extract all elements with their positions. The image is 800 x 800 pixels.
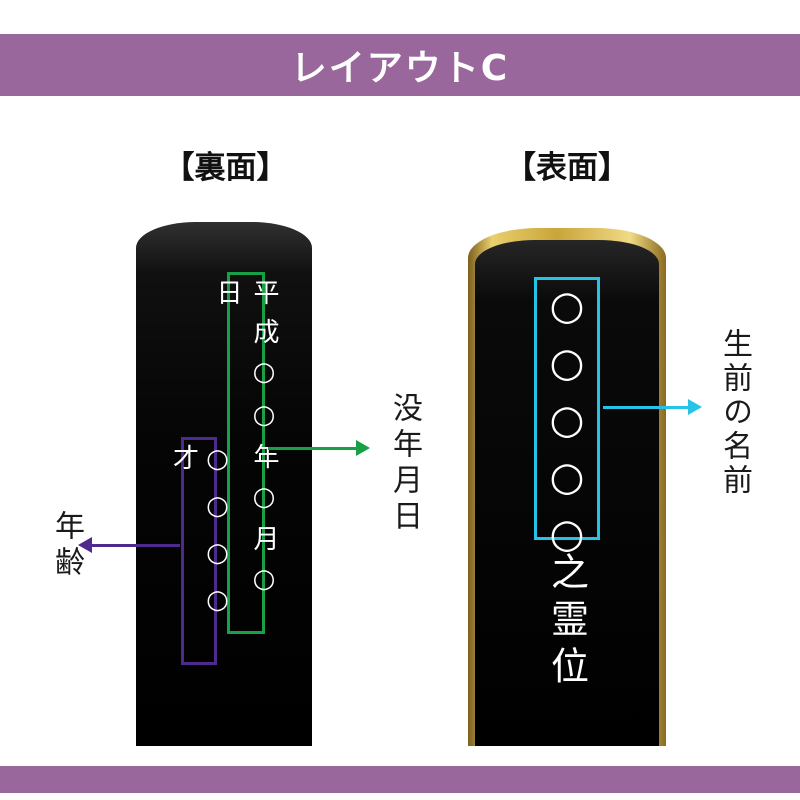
date-label: 没年月日: [387, 392, 422, 536]
age-label: 年齢: [49, 510, 84, 582]
name-arrow-line: [603, 406, 688, 409]
name-label: 生前の名前: [717, 328, 752, 498]
page-title: レイアウトC: [290, 48, 510, 89]
footer-bar: [0, 766, 800, 793]
date-arrow-head-icon: [356, 440, 370, 456]
name-suffix-wrap: 之霊位: [475, 552, 659, 693]
name-arrow-head-icon: [688, 399, 702, 415]
death-date-text: 平成○○年○月○日: [212, 279, 279, 607]
title-banner: レイアウトC: [0, 34, 800, 96]
front-tablet: ○○○○○ 之霊位: [468, 228, 666, 746]
age-arrow-head-icon: [78, 537, 92, 553]
age-box: ○○○○才: [169, 437, 233, 665]
date-arrow-line: [268, 447, 356, 450]
front-side-heading: 【表面】: [505, 150, 629, 186]
age-text: ○○○○才: [168, 444, 233, 632]
name-suffix-text: 之霊位: [544, 552, 589, 693]
front-tablet-face: ○○○○○ 之霊位: [475, 240, 659, 746]
name-box: ○○○○○: [534, 277, 600, 568]
age-arrow-line: [92, 544, 180, 547]
name-placeholder-text: ○○○○○: [544, 283, 590, 568]
back-side-heading: 【裏面】: [163, 150, 288, 186]
back-tablet: 平成○○年○月○日 ○○○○才: [136, 222, 312, 746]
death-date-box: 平成○○年○月○日: [212, 272, 279, 634]
